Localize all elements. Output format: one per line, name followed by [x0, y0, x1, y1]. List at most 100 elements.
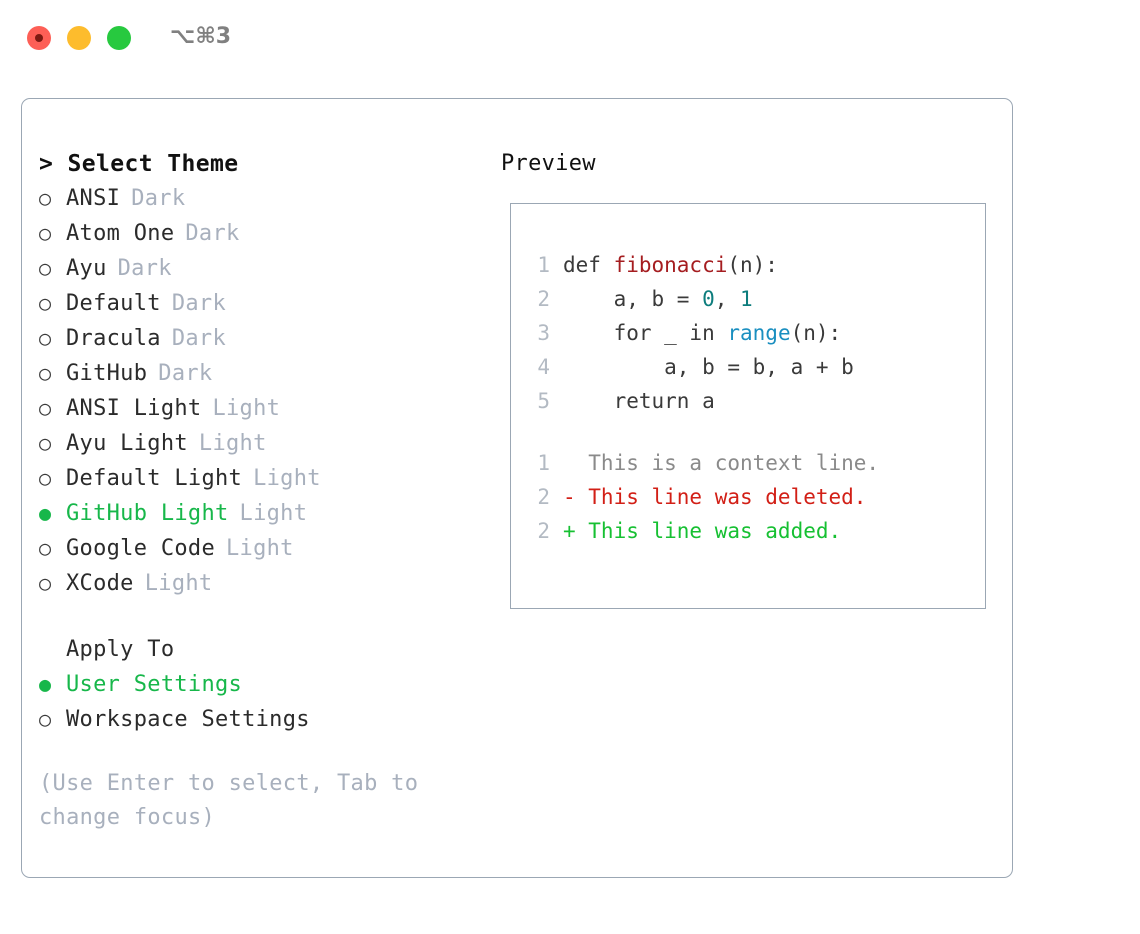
code-line: 4 a, b = b, a + b	[526, 350, 979, 384]
code-token: 1	[740, 287, 753, 311]
theme-row[interactable]: ○ ANSI Light Light	[39, 391, 469, 426]
line-number: 3	[537, 321, 550, 345]
diff-text: + This line was added.	[563, 519, 842, 543]
code-token: fibonacci	[613, 253, 728, 277]
radio-selected-icon[interactable]: ●	[39, 501, 52, 525]
theme-variant-tag: Dark	[185, 221, 240, 246]
theme-variant-tag: Light	[198, 431, 267, 456]
theme-row[interactable]: ○ Atom One Dark	[39, 216, 469, 251]
radio-unselected-icon[interactable]: ○	[39, 186, 52, 210]
theme-name: Ayu	[66, 256, 107, 281]
radio-unselected-icon[interactable]: ○	[39, 291, 52, 315]
preview-column: Preview	[501, 147, 991, 181]
code-line: 5 return a	[526, 384, 979, 418]
line-number: 2	[537, 519, 550, 543]
theme-row[interactable]: ○ Default Dark	[39, 286, 469, 321]
code-token: ,	[714, 287, 741, 311]
line-number: 1	[537, 451, 550, 475]
apply-to-row[interactable]: ● User Settings	[39, 667, 469, 702]
theme-name: GitHub Light	[66, 501, 229, 526]
theme-variant-tag: Dark	[171, 291, 227, 316]
code-token: def	[563, 253, 614, 277]
theme-variant-tag: Dark	[158, 361, 213, 386]
apply-to-heading: Apply To	[66, 637, 175, 662]
radio-unselected-icon[interactable]: ○	[39, 536, 52, 560]
theme-name: Dracula	[66, 326, 161, 351]
keyboard-shortcut-label: ⌥⌘3	[170, 24, 232, 49]
theme-name: Ayu Light	[66, 431, 188, 456]
code-token: (n):	[790, 321, 842, 345]
theme-variant-tag: Light	[226, 536, 294, 561]
minimize-button[interactable]	[67, 26, 91, 50]
radio-unselected-icon[interactable]: ○	[39, 431, 52, 455]
code-text: for _ in range(n):	[563, 316, 842, 350]
radio-unselected-icon[interactable]: ○	[39, 361, 52, 385]
line-number: 1	[537, 253, 550, 277]
close-button[interactable]	[27, 26, 51, 50]
code-text: a, b = 0, 1	[563, 282, 753, 316]
code-token: for _ in	[563, 321, 728, 345]
theme-row[interactable]: ○ GitHub Dark	[39, 356, 469, 391]
code-text: return a	[563, 384, 715, 418]
theme-row[interactable]: ○ Ayu Dark	[39, 251, 469, 286]
title-bar: ⌥⌘3	[0, 0, 1140, 76]
code-token: 0	[702, 287, 715, 311]
radio-unselected-icon[interactable]: ○	[39, 571, 52, 595]
theme-row[interactable]: ○ Google Code Light	[39, 531, 469, 566]
theme-variant-tag: Dark	[171, 326, 227, 351]
apply-to-row[interactable]: ○ Workspace Settings	[39, 702, 469, 737]
theme-variant-tag: Dark	[117, 256, 172, 281]
theme-row[interactable]: ○ Ayu Light Light	[39, 426, 469, 461]
theme-variant-tag: Light	[212, 396, 281, 421]
radio-unselected-icon[interactable]: ○	[39, 466, 52, 490]
select-theme-heading: > Select Theme	[39, 151, 239, 177]
window-controls	[27, 26, 131, 50]
line-number: 4	[537, 355, 550, 379]
theme-name: Google Code	[66, 536, 215, 561]
code-text: def fibonacci(n):	[563, 248, 778, 282]
theme-name: ANSI	[66, 186, 121, 211]
radio-unselected-icon[interactable]: ○	[39, 707, 52, 731]
code-line: 3 for _ in range(n):	[526, 316, 979, 350]
diff-sample: 1 This is a context line.2- This line wa…	[526, 446, 979, 548]
theme-row[interactable]: ○ Dracula Dark	[39, 321, 469, 356]
code-token: range	[727, 321, 791, 345]
radio-selected-icon[interactable]: ●	[39, 672, 52, 696]
diff-line: 2- This line was deleted.	[526, 480, 979, 514]
radio-unselected-icon[interactable]: ○	[39, 326, 52, 350]
line-number: 2	[537, 287, 550, 311]
theme-variant-tag: Light	[253, 466, 321, 491]
theme-name: XCode	[66, 571, 134, 596]
code-token: a, b =	[563, 287, 703, 311]
diff-line: 1 This is a context line.	[526, 446, 979, 480]
code-line: 2 a, b = 0, 1	[526, 282, 979, 316]
theme-name: Default	[66, 291, 161, 316]
theme-row[interactable]: ○ XCode Light	[39, 566, 469, 601]
theme-name: GitHub	[66, 361, 148, 386]
maximize-button[interactable]	[107, 26, 131, 50]
keyboard-hint-text: (Use Enter to select, Tab to change focu…	[39, 771, 419, 830]
code-token: a, b = b, a + b	[563, 355, 854, 379]
theme-variant-tag: Light	[144, 571, 213, 596]
radio-unselected-icon[interactable]: ○	[39, 221, 52, 245]
apply-to-list[interactable]: ● User Settings ○ Workspace Settings	[39, 667, 469, 737]
apply-to-name: User Settings	[66, 672, 243, 697]
radio-unselected-icon[interactable]: ○	[39, 256, 52, 280]
radio-unselected-icon[interactable]: ○	[39, 396, 52, 420]
theme-name: ANSI Light	[66, 396, 202, 421]
apply-to-name: Workspace Settings	[66, 707, 310, 732]
code-text: a, b = b, a + b	[563, 350, 854, 384]
line-number: 5	[537, 389, 550, 413]
code-token: return a	[563, 389, 715, 413]
theme-name: Atom One	[66, 221, 175, 246]
line-number: 2	[537, 485, 550, 509]
